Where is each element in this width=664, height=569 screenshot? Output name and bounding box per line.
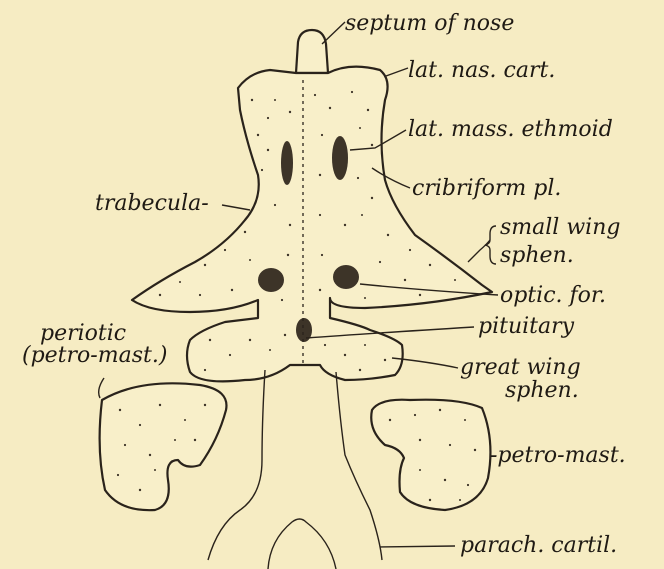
right-petro-mastoid-shape <box>371 400 490 510</box>
left-optic-foramen <box>258 268 284 292</box>
notochord-arch <box>268 519 336 569</box>
label-petro-mast: -petro-mast. <box>490 443 626 468</box>
label-lat-mass-ethmoid: lat. mass. ethmoid <box>408 117 613 142</box>
label-small-wing-sphen: sphen. <box>500 243 574 268</box>
right-cribriform-foramen <box>332 136 348 180</box>
label-great-wing-sphen: sphen. <box>505 378 579 403</box>
label-pituitary: pituitary <box>478 314 575 339</box>
left-petro-mastoid-shape <box>100 383 227 510</box>
label-petro-mast-paren: (petro-mast.) <box>22 343 167 368</box>
right-optic-foramen <box>333 265 359 289</box>
septum-of-nose-shape <box>296 30 328 73</box>
small-wing-brace <box>485 226 496 264</box>
ethmoid-sphenoid-shape <box>132 67 492 382</box>
label-small-wing: small wing <box>500 215 620 240</box>
label-parach-cartil: parach. cartil. <box>460 533 617 558</box>
label-optic-for: optic. for. <box>500 283 606 308</box>
label-septum-of-nose: septum of nose <box>345 11 514 36</box>
left-cribriform-foramen <box>281 141 293 185</box>
label-great-wing: great wing <box>460 355 581 380</box>
label-lat-nas-cart: lat. nas. cart. <box>408 58 555 83</box>
parach-right-line <box>336 372 382 560</box>
label-trabecula: trabecula- <box>95 191 209 216</box>
label-cribriform-pl: cribriform pl. <box>412 176 561 201</box>
